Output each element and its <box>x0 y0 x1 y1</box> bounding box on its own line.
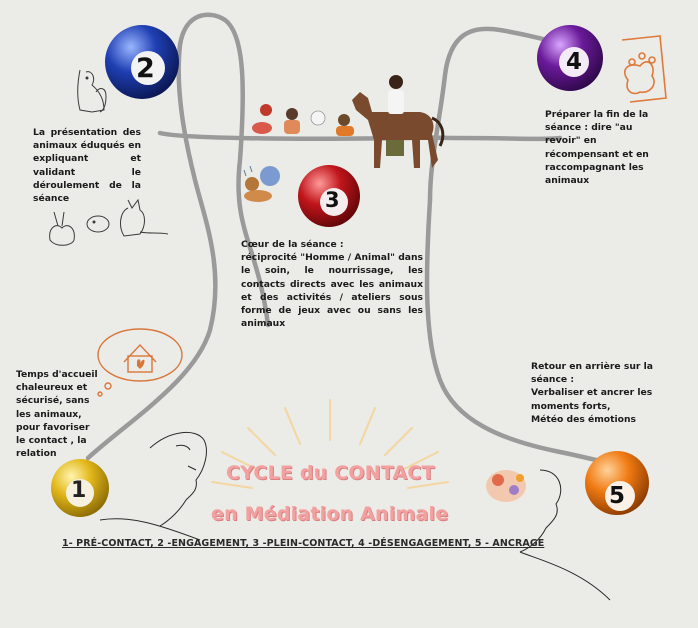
diagram-title-line-1: CYCLE du CONTACT <box>226 462 435 484</box>
horse-icon <box>352 75 445 168</box>
station-number-3: 3 <box>325 188 340 212</box>
thinking-face-icon <box>486 469 611 601</box>
stages-caption: 1- PRÉ-CONTACT, 2 -ENGAGEMENT, 3 -PLEIN-… <box>62 538 545 549</box>
station-number-4: 4 <box>566 49 583 75</box>
station-text-3-heading: Cœur de la séance : <box>241 239 344 250</box>
station-text-1: Temps d'accueil chaleureux et sécurisé, … <box>16 369 98 460</box>
station-text-3-body: réciprocité "Homme / Animal" dans le soi… <box>241 252 423 330</box>
woman-face-icon <box>99 431 207 541</box>
station-text-5-line-2: Météo des émotions <box>531 413 636 425</box>
station-text-2: La présentation des animaux éduqués en e… <box>33 127 141 205</box>
station-number-5: 5 <box>609 483 626 509</box>
station-ball-2 <box>105 25 179 99</box>
station-text-5-line-1: Verbaliser et ancrer les moments forts, <box>531 387 653 412</box>
people-with-animals-icon <box>252 104 354 136</box>
dog-cat-icon <box>77 69 107 113</box>
station-text-4: Préparer la fin de la séance : dire "au … <box>545 109 649 187</box>
station-number-1: 1 <box>71 478 87 503</box>
station-ball-1 <box>51 459 109 517</box>
station-text-5: Retour en arrière sur la séance : Verbal… <box>531 360 661 426</box>
station-text-5-heading: Retour en arrière sur la séance : <box>531 361 653 386</box>
station-ball-5 <box>585 451 649 515</box>
house-heart-icon <box>97 328 183 397</box>
handshake-paw-icon <box>621 35 667 103</box>
diagram-title-line-2: en Médiation Animale <box>211 503 449 525</box>
station-text-3: Cœur de la séance : réciprocité "Homme /… <box>241 238 423 330</box>
rabbit-guinea-pig-cat-icon <box>49 198 169 246</box>
station-number-2: 2 <box>136 53 155 84</box>
woman-dog-icon <box>243 165 280 202</box>
sunburst-icon <box>211 399 449 489</box>
station-ball-3 <box>298 165 360 227</box>
station-ball-4 <box>537 25 603 91</box>
